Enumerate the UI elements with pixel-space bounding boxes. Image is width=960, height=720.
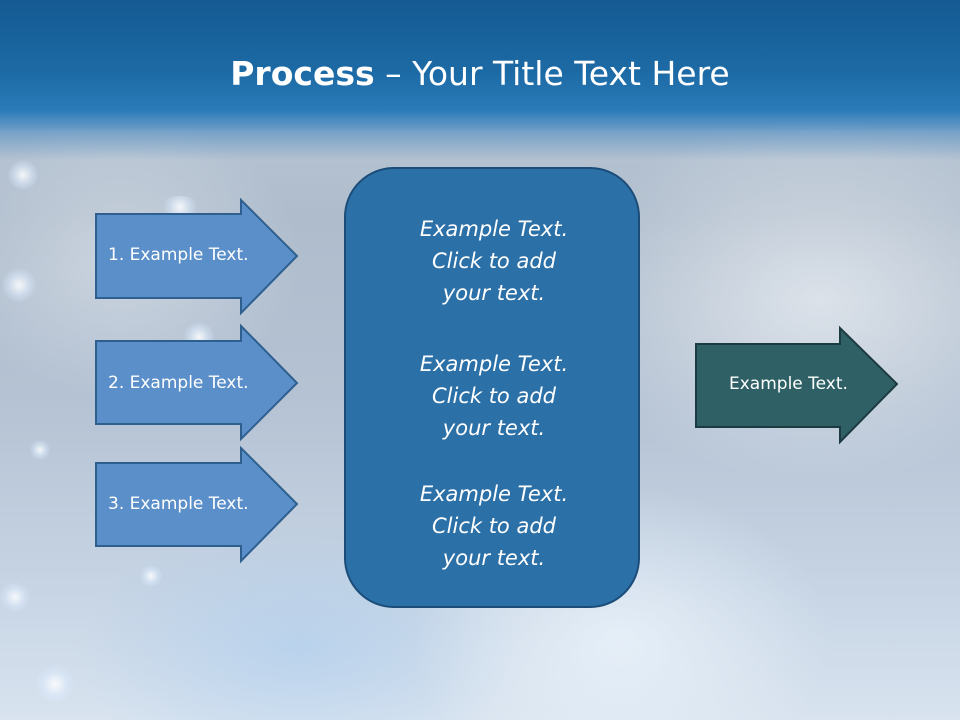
- right-arrow[interactable]: Example Text.: [695, 325, 900, 445]
- slide-title[interactable]: Process – Your Title Text Here: [0, 52, 960, 96]
- center-text-line: Click to add: [431, 514, 556, 538]
- center-text-line: Click to add: [431, 249, 556, 273]
- center-text-box[interactable]: Example Text. Click to add your text. Ex…: [344, 167, 640, 608]
- center-text-line: your text.: [442, 416, 546, 440]
- left-arrow-2-label: 2. Example Text.: [108, 373, 249, 393]
- left-arrow-3[interactable]: 3. Example Text.: [95, 445, 300, 564]
- bokeh-light: [140, 565, 162, 587]
- arrow-shape: [95, 323, 299, 442]
- center-text-line: your text.: [442, 546, 546, 570]
- center-text-block-2: Example Text. Click to add your text.: [346, 348, 642, 444]
- bokeh-light: [160, 196, 200, 218]
- title-rest-text: Your Title Text Here: [412, 54, 730, 93]
- title-separator: –: [374, 54, 413, 93]
- center-text-block-1: Example Text. Click to add your text.: [346, 213, 642, 309]
- bokeh-light: [0, 582, 30, 612]
- left-arrow-1-label: 1. Example Text.: [108, 245, 249, 265]
- center-text-line: Click to add: [431, 384, 556, 408]
- right-arrow-label: Example Text.: [729, 374, 848, 394]
- arrow-shape: [95, 445, 299, 564]
- center-text-block-3: Example Text. Click to add your text.: [346, 478, 642, 574]
- center-text-line: Example Text.: [419, 482, 569, 506]
- left-arrow-1[interactable]: 1. Example Text.: [95, 197, 300, 316]
- title-bold-text: Process: [230, 54, 375, 93]
- center-text-line: your text.: [442, 281, 546, 305]
- arrow-shape: [695, 325, 899, 445]
- bokeh-light: [36, 665, 74, 703]
- title-bar: Process – Your Title Text Here: [0, 0, 960, 160]
- bokeh-light: [30, 440, 50, 460]
- arrow-shape: [95, 197, 299, 316]
- left-arrow-2[interactable]: 2. Example Text.: [95, 323, 300, 442]
- left-arrow-3-label: 3. Example Text.: [108, 494, 249, 514]
- center-text-line: Example Text.: [419, 352, 569, 376]
- center-text-line: Example Text.: [419, 217, 569, 241]
- bokeh-light: [2, 268, 36, 302]
- bokeh-light: [8, 160, 38, 190]
